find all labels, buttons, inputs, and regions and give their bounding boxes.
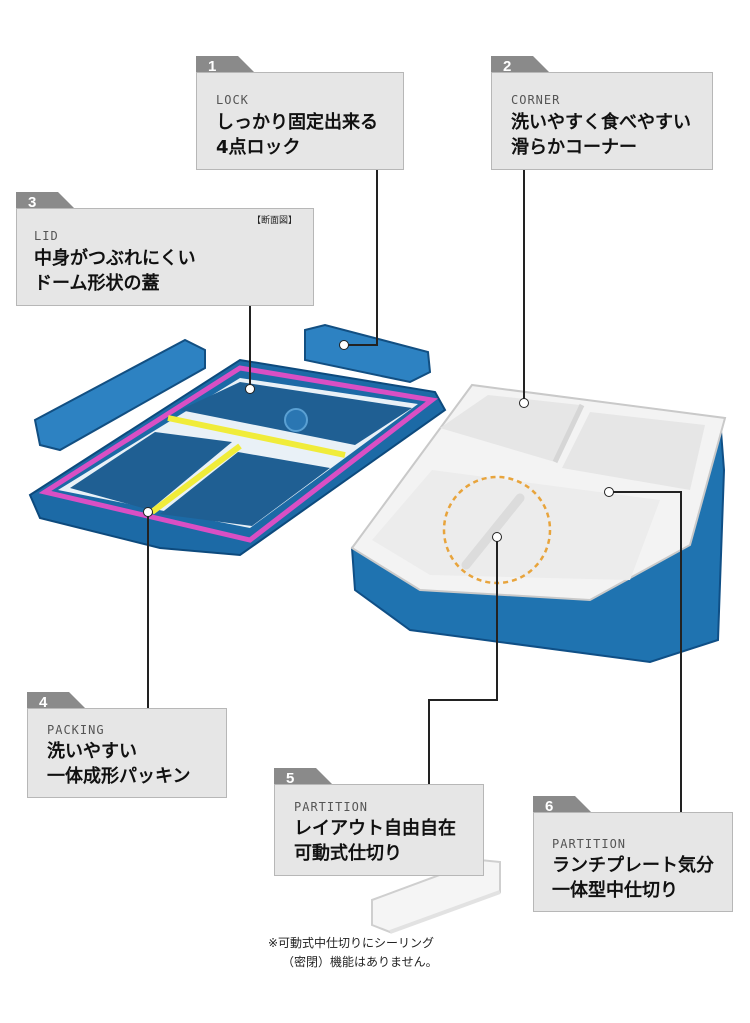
callout-6-line1: ランチプレート気分 — [552, 855, 714, 876]
callout-3-box — [16, 208, 314, 306]
callout-3-inset-label: 【断面図】 — [252, 216, 298, 226]
leader-line-1 — [376, 170, 378, 346]
leader-line-4 — [147, 514, 149, 710]
callout-5-en: PARTITION — [294, 800, 369, 814]
leader-line-5v — [496, 538, 498, 700]
leader-dot-4 — [143, 507, 153, 517]
leader-dot-6 — [604, 487, 614, 497]
leader-line-6v — [680, 491, 682, 821]
callout-5-line2: 可動式仕切り — [294, 843, 402, 864]
callout-5-line1: レイアウト自由自在 — [294, 818, 456, 839]
footnote-line1: ※可動式中仕切りにシーリング — [268, 936, 435, 950]
callout-1-en: LOCK — [216, 93, 249, 107]
callout-3-en: LID — [34, 229, 59, 243]
leader-line-5v2 — [428, 699, 430, 785]
leader-line-2 — [523, 170, 525, 402]
leader-dot-2 — [519, 398, 529, 408]
callout-2-en: CORNER — [511, 93, 561, 107]
leader-dot-3 — [245, 384, 255, 394]
callout-4-line1: 洗いやすい — [47, 741, 137, 762]
callout-5-box — [274, 784, 484, 876]
leader-line-6h — [612, 491, 682, 493]
callout-3-line1: 中身がつぶれにくい — [34, 248, 196, 269]
callout-4-en: PACKING — [47, 723, 105, 737]
callout-4-line2: 一体成形パッキン — [47, 766, 191, 787]
leader-dot-1 — [339, 340, 349, 350]
callout-1-line2: 4点ロック — [216, 137, 301, 158]
callout-1-line1: しっかり固定出来る — [216, 112, 378, 133]
callout-2-box — [491, 72, 713, 170]
callout-2-line1: 洗いやすく食べやすい — [511, 112, 691, 133]
callout-6-line2: 一体型中仕切り — [552, 880, 678, 901]
container — [350, 383, 727, 664]
callout-1-box — [196, 72, 404, 170]
leader-dot-5 — [492, 532, 502, 542]
lid — [28, 323, 447, 557]
callout-6-en: PARTITION — [552, 837, 627, 851]
callout-6-box — [533, 812, 733, 912]
callout-4-box — [27, 708, 227, 798]
leader-line-5h — [428, 699, 498, 701]
callout-2-line2: 滑らかコーナー — [511, 137, 637, 158]
leader-line-1h — [344, 344, 378, 346]
footnote-line2: （密閉）機能はありません。 — [282, 955, 438, 969]
callout-3-line2: ドーム形状の蓋 — [34, 273, 160, 294]
leader-line-3 — [249, 306, 251, 388]
